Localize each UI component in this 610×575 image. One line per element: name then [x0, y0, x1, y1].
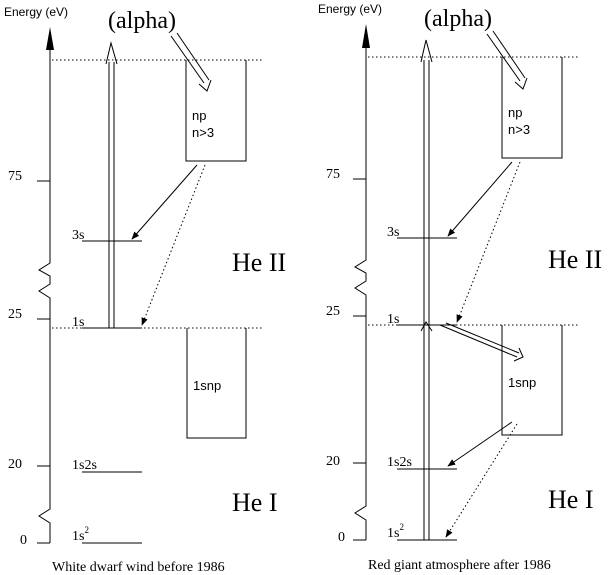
n-gt-3-label: n>3	[192, 125, 214, 140]
he-i-label: He I	[548, 485, 593, 514]
alpha-label: (alpha)	[424, 6, 492, 32]
alpha-photon-arrow	[486, 30, 528, 90]
tick-label-20: 20	[8, 457, 22, 472]
alpha-label: (alpha)	[108, 8, 176, 34]
np-label: np	[508, 105, 522, 120]
caption-white-dwarf: White dwarf wind before 1986	[52, 560, 225, 575]
panel-red-giant: Energy (eV) 75 25 20 0 3s 1s 1s2s 1s2 np…	[318, 2, 602, 573]
level-label-ground: 1s2	[387, 522, 404, 541]
cascade-to-3s-arrow	[447, 161, 513, 237]
onesnp-label: 1snp	[508, 375, 536, 390]
level-label-1s2s: 1s2s	[72, 458, 97, 473]
energy-axis	[354, 38, 367, 540]
cascade-to-ground-dotted-arrow	[445, 423, 518, 538]
one-s-to-onesnp-double-arrow	[439, 322, 524, 362]
tick-label-75: 75	[326, 167, 340, 182]
tick-label-25: 25	[8, 307, 22, 322]
ionization-arrowhead	[420, 39, 433, 63]
caption-red-giant: Red giant atmosphere after 1986	[368, 558, 551, 573]
ionization-arrowhead	[105, 41, 118, 65]
level-label-3s: 3s	[72, 228, 84, 243]
np-label: np	[192, 108, 206, 123]
np-box	[185, 60, 247, 162]
energy-axis-label: Energy (eV)	[4, 5, 68, 19]
level-label-1s2s: 1s2s	[387, 455, 412, 470]
energy-axis-arrowhead	[46, 27, 54, 50]
he-ii-label: He II	[548, 245, 602, 274]
level-label-1s: 1s	[72, 315, 84, 330]
level-label-1s: 1s	[387, 312, 399, 327]
tick-label-75: 75	[8, 169, 22, 184]
cascade-to-1s-dotted-arrow	[141, 164, 206, 326]
cascade-to-1s2s-arrow	[447, 421, 513, 467]
level-label-3s: 3s	[387, 225, 399, 240]
tick-label-25: 25	[326, 304, 340, 319]
onesnp-label: 1snp	[193, 378, 221, 393]
energy-axis	[38, 40, 51, 543]
panel-white-dwarf: Energy (eV) 75 25 20 0 3s 1s 1s2s 1s2 np…	[4, 5, 286, 575]
np-box	[501, 57, 563, 159]
alpha-photon-arrow	[170, 32, 212, 92]
one-s-crossing-mark	[420, 321, 433, 332]
onesnp-box	[501, 325, 563, 436]
cascade-to-3s-arrow	[131, 164, 198, 240]
energy-axis-arrowhead	[362, 24, 370, 48]
tick-label-20: 20	[326, 454, 340, 469]
cascade-to-1s-dotted-arrow	[456, 161, 521, 323]
ionization-double-arrow	[423, 60, 430, 540]
he-i-label: He I	[232, 488, 277, 517]
tick-label-0: 0	[338, 530, 345, 545]
level-label-ground: 1s2	[72, 525, 89, 544]
ionization-double-arrow	[108, 62, 115, 328]
tick-label-0: 0	[20, 533, 27, 548]
n-gt-3-label: n>3	[508, 122, 530, 137]
he-ii-label: He II	[232, 248, 286, 277]
onesnp-box	[186, 328, 247, 439]
energy-axis-label: Energy (eV)	[318, 2, 382, 16]
